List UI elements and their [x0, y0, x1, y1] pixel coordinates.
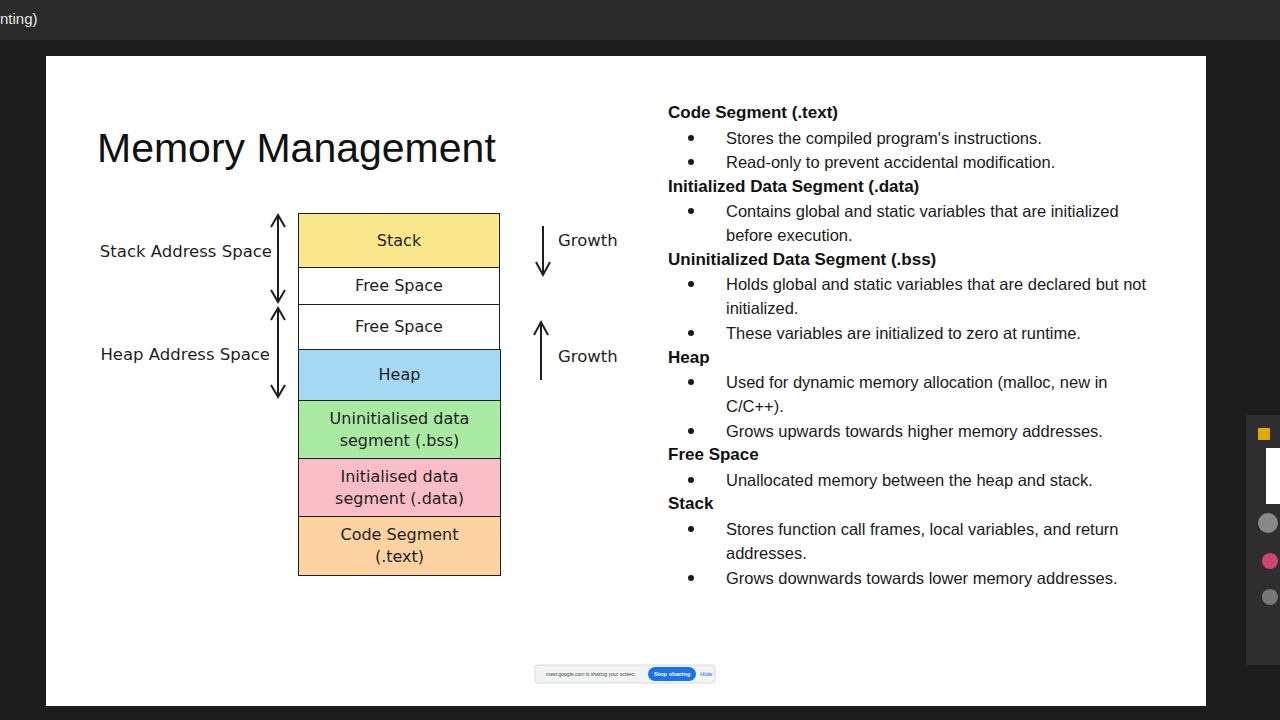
segment-label: Uninitialised data segment (.bss) — [317, 408, 482, 452]
section-heading: Initialized Data Segment (.data) — [668, 175, 1188, 199]
bullet — [688, 159, 694, 165]
arrow-head — [271, 290, 285, 302]
hide-link: Hide — [700, 669, 714, 679]
bullet-text: Grows downwards towards lower memory add… — [726, 566, 1166, 590]
memory-segment: Heap — [298, 349, 501, 401]
bullet-text: Holds global and static variables that a… — [726, 272, 1166, 320]
share-bar — [535, 665, 715, 683]
window-bar — [0, 0, 1280, 40]
slide — [46, 56, 1206, 706]
bullet — [688, 575, 694, 581]
segment-label: Free Space — [355, 316, 443, 338]
side-icon — [1258, 428, 1270, 440]
bracket-arrow — [277, 216, 279, 301]
segment-label: Free Space — [355, 275, 443, 297]
segment-label: Initialised data segment (.data) — [317, 466, 482, 510]
arrow-head — [271, 308, 285, 320]
growth-label: Growth — [558, 229, 648, 253]
region-label: Heap Address Space — [40, 343, 270, 367]
side-panel — [1246, 415, 1280, 665]
memory-segment: Uninitialised data segment (.bss) — [298, 400, 501, 459]
growth-arrow — [540, 323, 542, 380]
memory-segment: Stack — [298, 213, 500, 268]
arrow-head — [271, 215, 285, 227]
bracket-arrow — [277, 309, 279, 396]
arrow-head — [271, 385, 285, 397]
stop-sharing-button: Stop sharing — [648, 669, 696, 679]
slide-title: Memory Management — [97, 122, 496, 174]
region-label: Stack Address Space — [40, 240, 272, 264]
segment-label: Stack — [377, 230, 421, 252]
bullet — [688, 281, 694, 287]
participant-avatar — [1262, 553, 1278, 569]
segment-label: Code Segment (.text) — [317, 524, 482, 568]
bullet — [688, 135, 694, 141]
memory-segment: Code Segment (.text) — [298, 516, 501, 576]
memory-segment: Initialised data segment (.data) — [298, 458, 501, 517]
bullet — [688, 477, 694, 483]
bullet-text: Contains global and static variables tha… — [726, 199, 1166, 247]
arrow-head — [534, 322, 548, 335]
side-thumbnail — [1266, 448, 1280, 504]
participant-avatar — [1258, 513, 1278, 533]
window-title: nting) — [0, 7, 120, 31]
bullet — [688, 379, 694, 385]
share-notice: meet.google.com is sharing your screen. — [546, 669, 646, 679]
bullet — [688, 330, 694, 336]
section-heading: Code Segment (.text) — [668, 101, 1188, 125]
arrow-head — [536, 262, 550, 275]
participant-avatar — [1262, 589, 1278, 605]
memory-segment: Free Space — [298, 267, 500, 305]
stop-button — [648, 667, 696, 681]
bullet-text: Stores function call frames, local varia… — [726, 517, 1166, 565]
bullet-text: Read-only to prevent accidental modifica… — [726, 150, 1166, 174]
growth-arrow — [542, 226, 544, 274]
segment-label: Heap — [379, 364, 421, 386]
section-heading: Free Space — [668, 443, 1188, 467]
bullet-text: Stores the compiled program's instructio… — [726, 126, 1166, 150]
growth-label: Growth — [558, 345, 648, 369]
bullet-text: These variables are initialized to zero … — [726, 321, 1166, 345]
bullet-text: Unallocated memory between the heap and … — [726, 468, 1166, 492]
section-heading: Stack — [668, 492, 1188, 516]
bullet-text: Grows upwards towards higher memory addr… — [726, 419, 1166, 443]
bullet — [688, 208, 694, 214]
bullet — [688, 526, 694, 532]
section-heading: Heap — [668, 346, 1188, 370]
bullet — [688, 428, 694, 434]
section-heading: Uninitialized Data Segment (.bss) — [668, 248, 1188, 272]
bullet-text: Used for dynamic memory allocation (mall… — [726, 370, 1166, 418]
memory-segment: Free Space — [298, 304, 500, 350]
